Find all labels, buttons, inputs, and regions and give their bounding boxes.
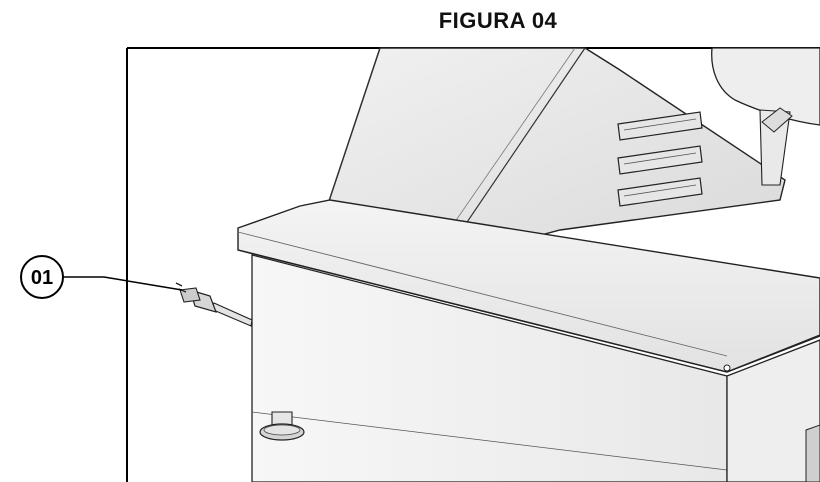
top-bowl xyxy=(711,47,820,186)
leader-line xyxy=(103,276,183,291)
rubber-foot xyxy=(259,411,305,441)
callout-label: 01 xyxy=(31,267,53,289)
figure-title: FIGURA 04 xyxy=(438,8,558,33)
power-plug xyxy=(175,282,253,327)
base-body xyxy=(251,254,820,482)
base-top xyxy=(237,199,820,373)
vent-slots xyxy=(617,111,703,207)
callout-01: 01 xyxy=(20,255,183,299)
motor-hood xyxy=(319,47,786,263)
